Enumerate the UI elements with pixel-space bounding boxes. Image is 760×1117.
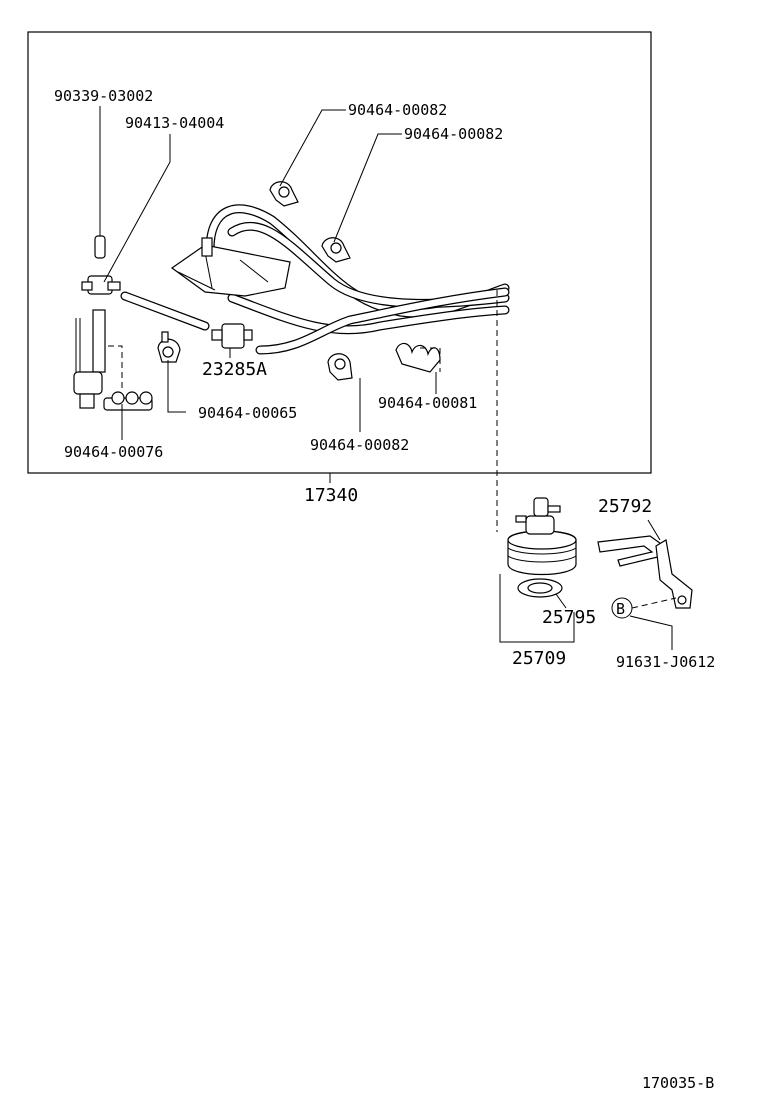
clamp-90464-00082-lower bbox=[327, 353, 353, 381]
bracket-plate bbox=[170, 237, 291, 297]
label-90339-03002[interactable]: 90339-03002 bbox=[54, 87, 153, 105]
label-23285a[interactable]: 23285A bbox=[202, 359, 267, 380]
label-17340[interactable]: 17340 bbox=[304, 485, 358, 506]
label-90464-00081[interactable]: 90464-00081 bbox=[378, 394, 477, 412]
charcoal-canister bbox=[507, 497, 577, 576]
canister-bracket bbox=[597, 535, 693, 609]
diagram-code: 170035-B bbox=[642, 1074, 714, 1092]
leader-25792 bbox=[647, 519, 661, 541]
clamp-90464-00082-middle bbox=[321, 237, 351, 263]
label-25795[interactable]: 25795 bbox=[542, 607, 596, 628]
label-90464-00082-a[interactable]: 90464-00082 bbox=[348, 101, 447, 119]
label-25792[interactable]: 25792 bbox=[598, 496, 652, 517]
leader-91631 bbox=[629, 615, 673, 650]
leader-25709 bbox=[499, 574, 575, 643]
label-90464-00065[interactable]: 90464-00065 bbox=[198, 404, 297, 422]
clamp-90464-00082-upper bbox=[269, 181, 299, 207]
vsv-23285a-part bbox=[211, 323, 253, 349]
assembly-frame bbox=[27, 31, 652, 474]
canister-gasket bbox=[517, 578, 563, 598]
reference-b-label: B bbox=[616, 600, 625, 618]
clamp-90464-00076-part bbox=[103, 391, 153, 411]
label-90464-00082-c[interactable]: 90464-00082 bbox=[310, 436, 409, 454]
bolt-dashed-link bbox=[631, 597, 677, 609]
label-90464-00076[interactable]: 90464-00076 bbox=[64, 443, 163, 461]
leader-25795 bbox=[555, 593, 567, 609]
vacuum-hoses bbox=[120, 204, 510, 355]
clamp-90464-00081-part bbox=[395, 342, 441, 373]
label-90413-04004[interactable]: 90413-04004 bbox=[125, 114, 224, 132]
leader-lines bbox=[99, 106, 437, 440]
vacuum-switch bbox=[73, 235, 123, 409]
label-91631-j0612[interactable]: 91631-J0612 bbox=[616, 653, 715, 671]
label-90464-00082-b[interactable]: 90464-00082 bbox=[404, 125, 503, 143]
clamp-90464-00065-part bbox=[157, 331, 181, 363]
label-25709[interactable]: 25709 bbox=[512, 648, 566, 669]
